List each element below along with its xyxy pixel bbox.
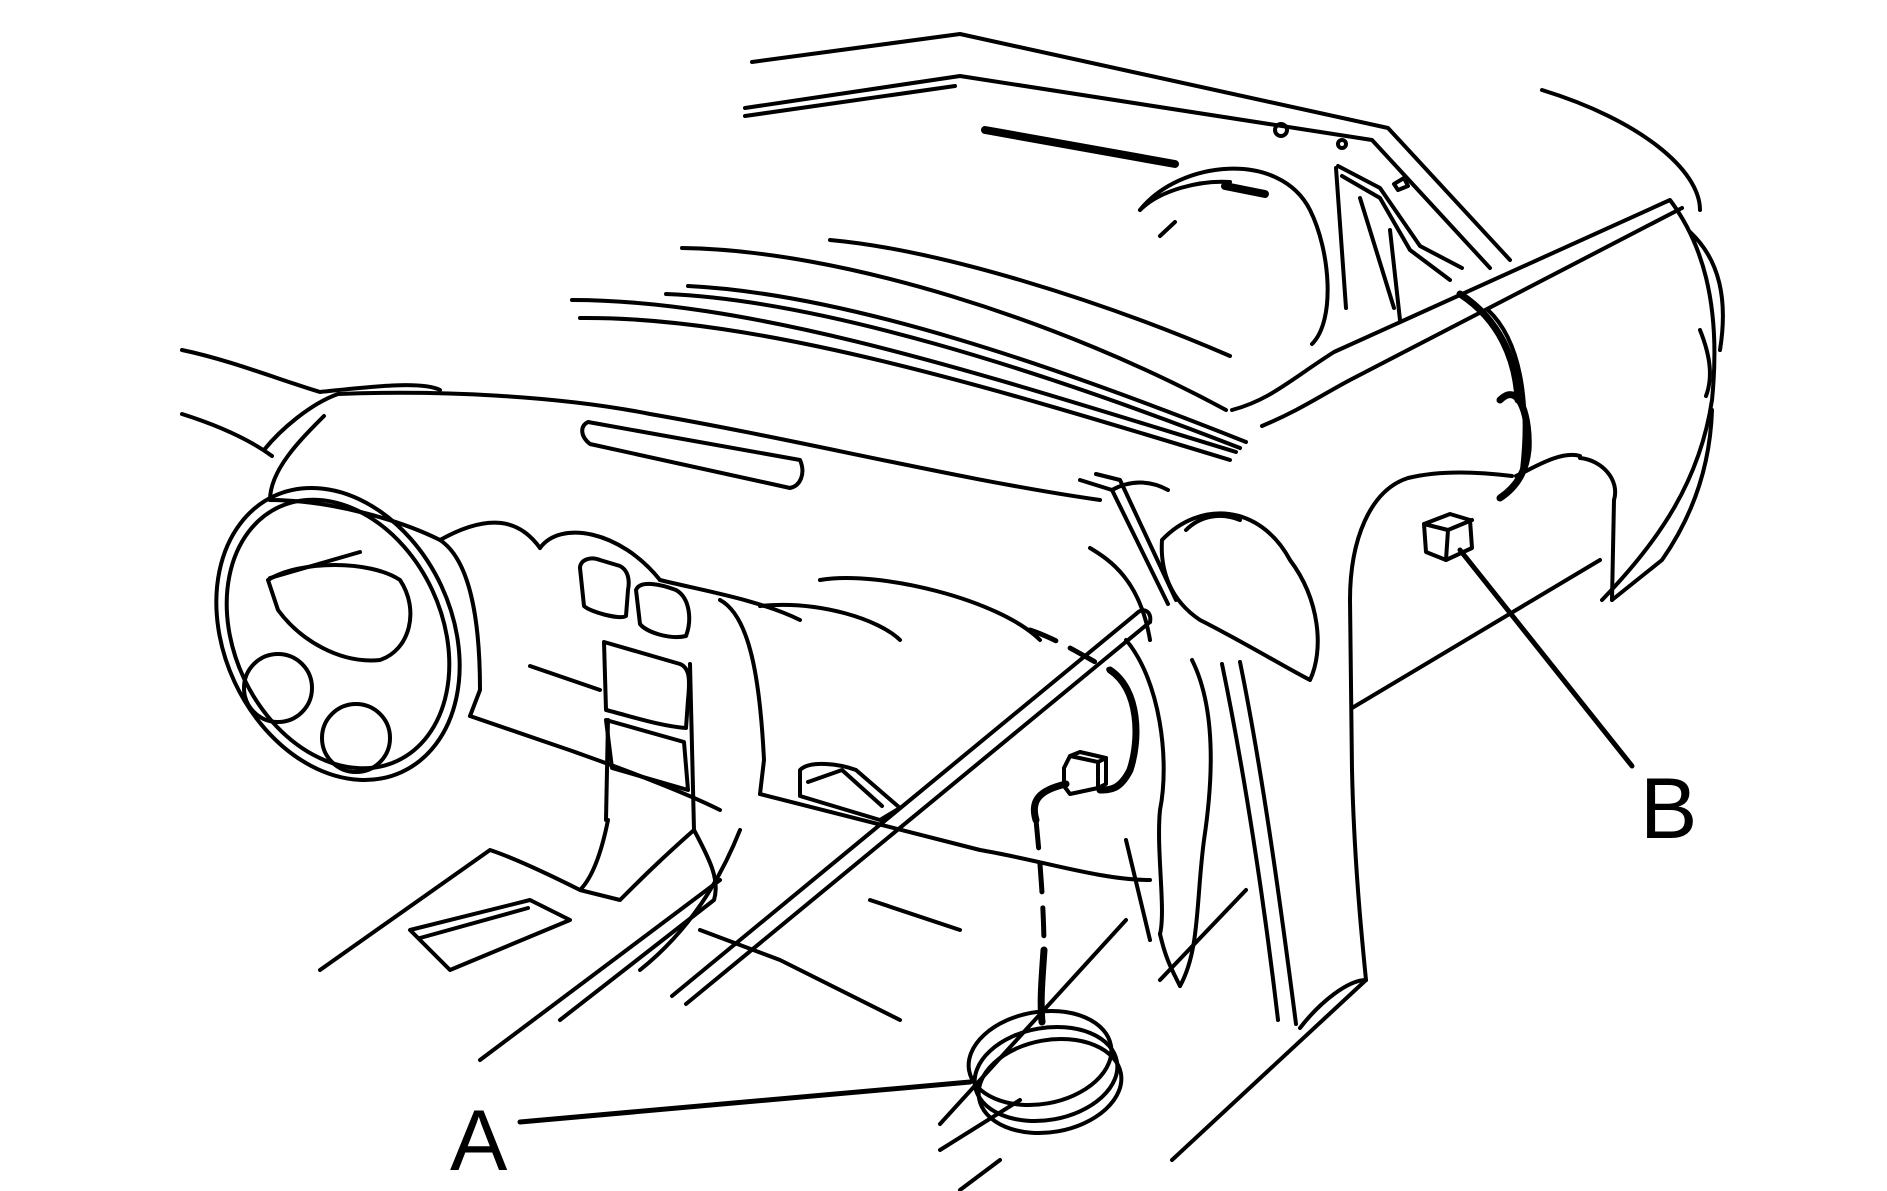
cabin-speaker [966,1009,1124,1135]
passenger-dash [718,598,1152,932]
dashboard-top [180,348,1178,606]
side-mirror [1159,511,1320,682]
body-side [1170,558,1602,1162]
a-pillar [670,608,1153,1006]
floor-lines [698,888,1248,1191]
center-stack [578,556,696,832]
dashboard-front [268,498,1152,642]
passenger-kick-panel [1124,638,1213,988]
rear-speaker-pod [1138,166,1330,346]
right-quarter-panel [1230,88,1725,602]
rear-body-panel [743,32,1512,322]
callout-label-b: B [1640,761,1697,857]
windshield-lines [570,238,1248,462]
steering-wheel [214,486,462,782]
wiring-harness [1027,290,1532,1026]
passenger-connector [1062,750,1108,796]
rear-connector [1422,512,1474,562]
callout-b: B [1457,547,1697,857]
callout-a: A [450,1079,973,1189]
center-console [318,818,742,1062]
callout-label-a: A [450,1093,508,1189]
